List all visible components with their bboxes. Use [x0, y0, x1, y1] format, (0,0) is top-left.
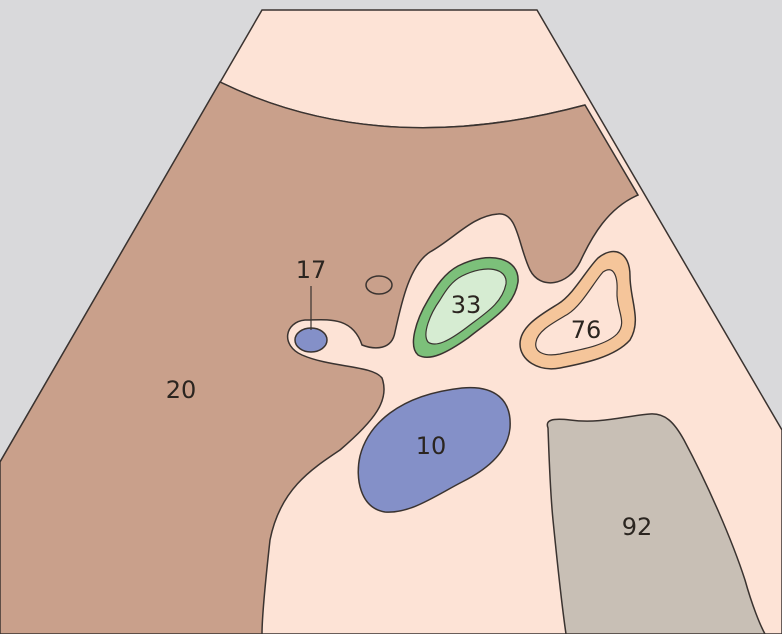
label-76: 76: [571, 316, 602, 344]
small-oval: [366, 276, 392, 294]
region-17: [295, 328, 327, 352]
label-33: 33: [451, 291, 482, 319]
label-17: 17: [296, 256, 327, 284]
label-10: 10: [416, 432, 447, 460]
label-20: 20: [166, 376, 197, 404]
label-92: 92: [622, 513, 653, 541]
